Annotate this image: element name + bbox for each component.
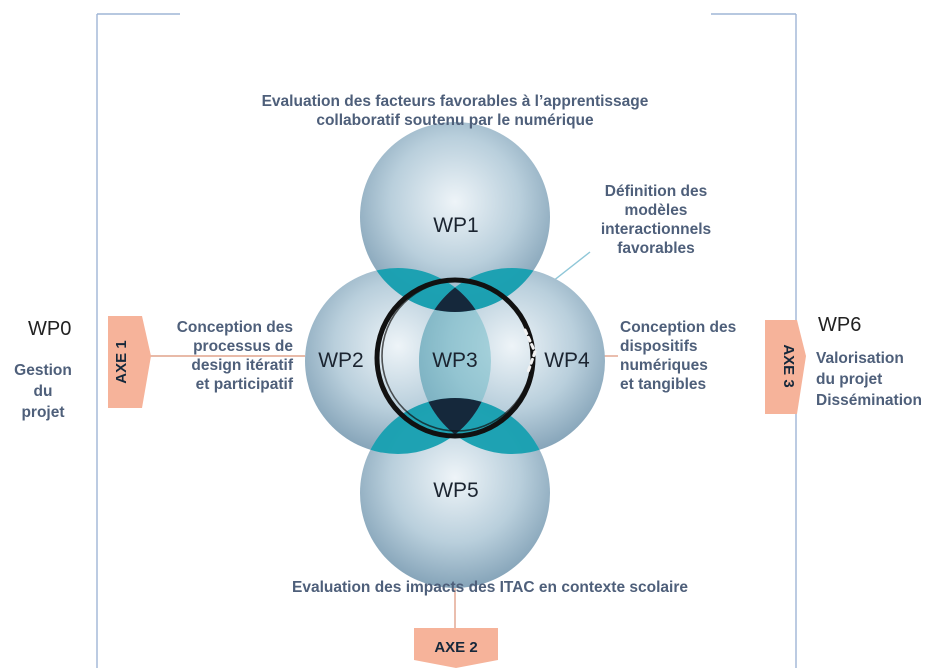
right-label-line: et tangibles (620, 376, 707, 393)
wp0-line: Gestion (14, 362, 72, 379)
wp3-ring (374, 277, 537, 439)
wp6-line: Valorisation (816, 350, 904, 367)
wp6-description: Valorisation du projet Dissémination (816, 348, 939, 411)
wp5-label: WP5 (433, 479, 479, 502)
wp0-description: Gestion du projet (4, 360, 82, 423)
wp3-note-line: modèles (624, 202, 688, 219)
axe3-arrow: AXE 3 (765, 320, 806, 414)
wp6-title: WP6 (818, 314, 862, 336)
left-label-line: processus de (193, 338, 293, 355)
top-label-line: Evaluation des facteurs favorables à l’a… (261, 93, 649, 110)
wp4-label: WP4 (544, 349, 590, 372)
axe1-arrow: AXE 1 (108, 316, 151, 408)
left-label-line: Conception des (176, 319, 293, 336)
wp0-line: projet (21, 404, 65, 421)
wp3-note-line: favorables (617, 240, 695, 257)
left-label-line: et participatif (195, 376, 293, 393)
wp0-line: du (33, 383, 53, 400)
wp2-label: WP2 (318, 349, 364, 372)
wp3-note-line: Définition des (604, 183, 708, 200)
left-label: Conception des processus de design itéra… (158, 318, 293, 394)
left-label-line: design itératif (191, 357, 293, 374)
axe3-label: AXE 3 (780, 344, 797, 387)
wp0-title: WP0 (28, 318, 72, 340)
top-label-line: collaboratif soutenu par le numérique (316, 112, 594, 129)
top-label: Evaluation des facteurs favorables à l’a… (205, 92, 705, 130)
wp6-line: du projet (816, 371, 883, 388)
wp6-line: Dissémination (816, 392, 922, 409)
sphere-wp1 (360, 122, 550, 312)
axe1-label: AXE 1 (113, 340, 130, 383)
wp3-note: Définition des modèles interactionnels f… (572, 182, 740, 258)
right-label: Conception des dispositifs numériques et… (620, 318, 760, 394)
wp1-label: WP1 (433, 214, 479, 237)
right-label-line: numériques (620, 357, 708, 374)
wp3-label: WP3 (432, 349, 478, 372)
right-label-line: dispositifs (620, 338, 698, 355)
axe2-arrow: AXE 2 (414, 628, 498, 668)
right-label-line: Conception des (620, 319, 737, 336)
bottom-label: Evaluation des impacts des ITAC en conte… (292, 579, 688, 596)
wp3-note-line: interactionnels (600, 221, 712, 238)
axe2-label: AXE 2 (434, 639, 477, 656)
